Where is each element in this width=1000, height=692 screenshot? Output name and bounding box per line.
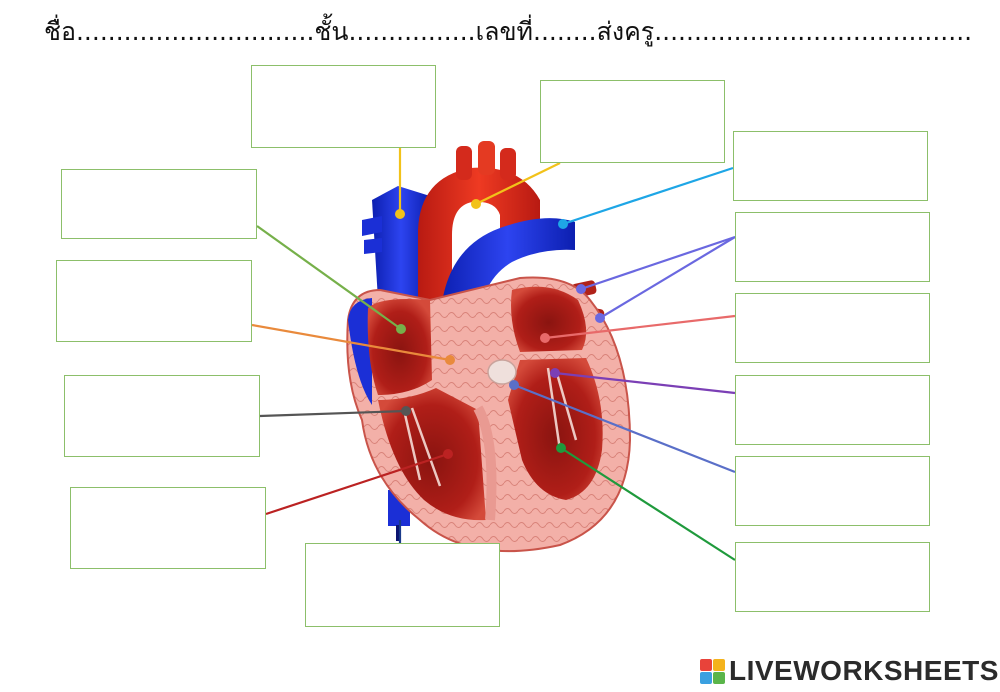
leader-dots	[395, 199, 605, 459]
semilunar-valve	[487, 359, 517, 385]
heart-valves	[402, 367, 578, 487]
answer-box-6[interactable]	[56, 260, 252, 342]
answer-box-2[interactable]	[540, 80, 725, 163]
brand-watermark: LIVEWORKSHEETS	[700, 654, 999, 688]
answer-box-7[interactable]	[735, 293, 930, 363]
answer-box-5[interactable]	[61, 169, 257, 239]
answer-box-13[interactable]	[305, 543, 500, 627]
right-ventricle	[378, 388, 486, 521]
answer-box-3[interactable]	[733, 131, 928, 201]
brand-name: LIVEWORKSHEETS	[729, 655, 999, 686]
answer-box-4[interactable]	[735, 212, 930, 282]
worksheet-header: ชื่อ..............................ชั้น..…	[44, 17, 973, 46]
answer-box-11[interactable]	[735, 456, 930, 526]
liveworksheets-logo-icon	[700, 658, 725, 684]
answer-box-10[interactable]	[70, 487, 266, 569]
answer-box-9[interactable]	[735, 375, 930, 445]
superior-vena-cava	[362, 186, 430, 300]
septum	[473, 405, 497, 521]
answer-box-8[interactable]	[64, 375, 260, 457]
left-ventricle	[508, 358, 603, 500]
answer-box-1[interactable]	[251, 65, 436, 148]
right-atrium	[367, 299, 432, 395]
answer-box-12[interactable]	[735, 542, 930, 612]
leader-lines	[251, 148, 736, 561]
